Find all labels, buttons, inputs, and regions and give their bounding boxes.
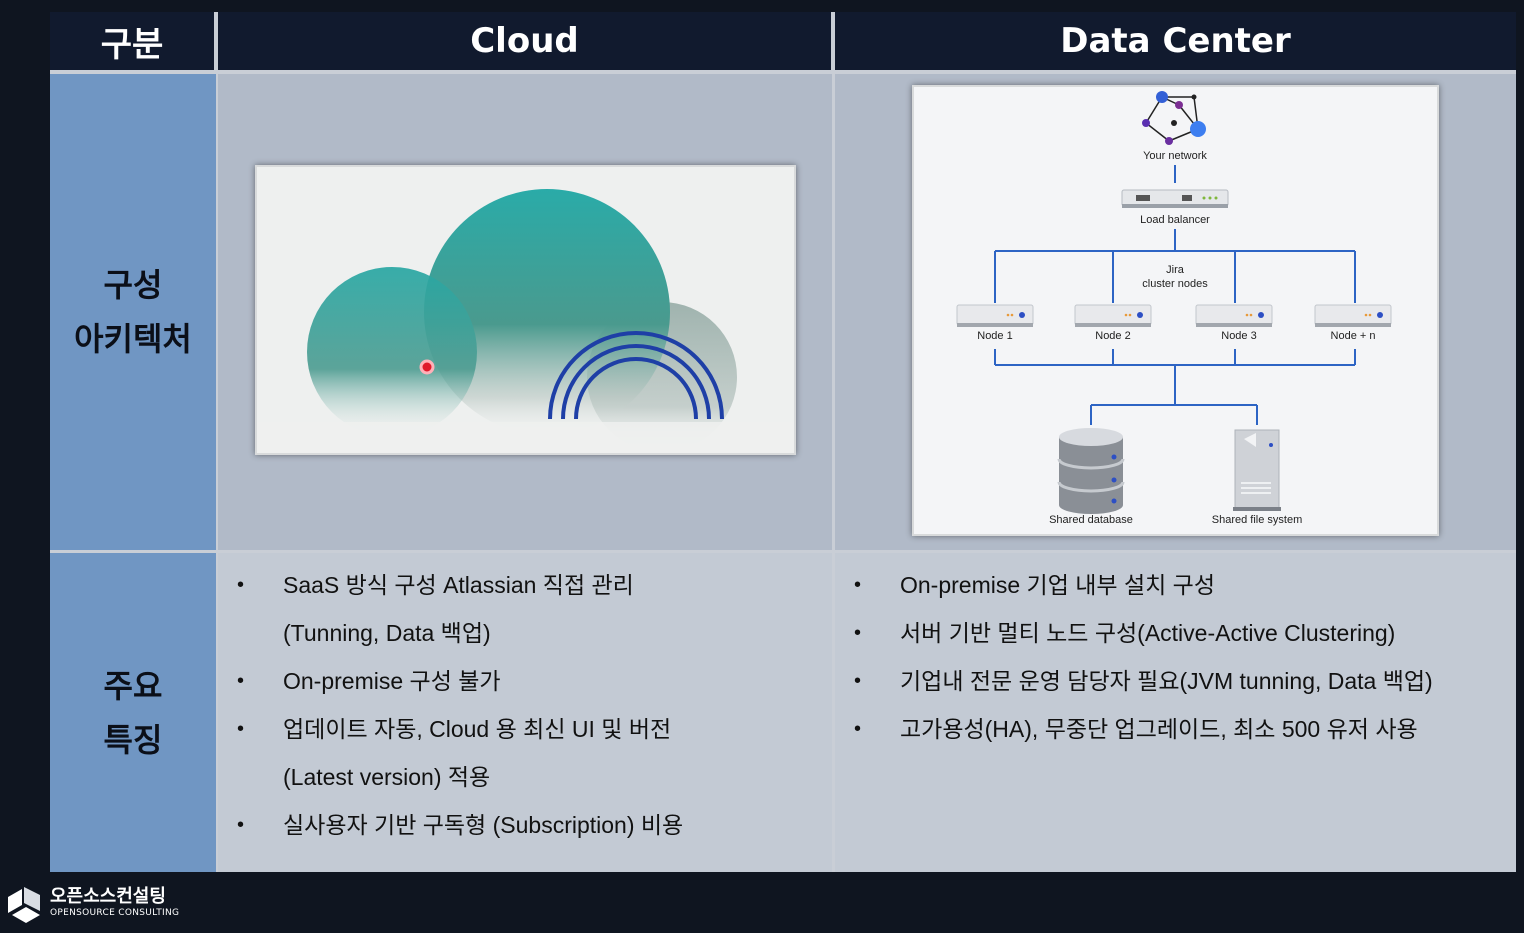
- list-item: 업데이트 자동, Cloud 용 최신 UI 및 버전: [225, 705, 683, 753]
- logo-mark-icon: [8, 887, 40, 923]
- list-item: On-premise 구성 불가: [225, 657, 683, 705]
- db-label: Shared database: [1049, 514, 1133, 526]
- logo-english: OPENSOURCE CONSULTING: [50, 908, 180, 918]
- list-item: (Tunning, Data 백업): [283, 620, 491, 646]
- node-2-icon: [1074, 304, 1152, 327]
- node-3-icon: [1195, 304, 1273, 327]
- cluster-label-line2: cluster nodes: [1142, 278, 1208, 290]
- list-item: On-premise 기업 내부 설치 구성: [842, 561, 1433, 609]
- list-item: 고가용성(HA), 무중단 업그레이드, 최소 500 유저 사용: [842, 705, 1433, 753]
- fs-label: Shared file system: [1212, 514, 1302, 526]
- node-label: Node + n: [1331, 330, 1376, 342]
- list-item: 서버 기반 멀티 노드 구성(Active-Active Clustering): [842, 609, 1433, 657]
- row-label-features-line2: 특징: [103, 720, 163, 759]
- database-icon: [1057, 428, 1125, 514]
- red-dot: [419, 359, 435, 375]
- list-item: 기업내 전문 운영 담당자 필요(JVM tunning, Data 백업): [842, 657, 1433, 705]
- company-logo: 오픈소스컨설팅 OPENSOURCE CONSULTING: [4, 881, 179, 925]
- cloud-graphic: [257, 189, 794, 453]
- dc-feature-list: On-premise 기업 내부 설치 구성 서버 기반 멀티 노드 구성(Ac…: [842, 561, 1433, 753]
- row-label-architecture-line1: 구성: [103, 266, 163, 304]
- signal-arcs: [548, 331, 724, 420]
- row-label-features: 주요 특징: [50, 553, 216, 872]
- cloud-feature-list: SaaS 방식 구성 Atlassian 직접 관리 (Tunning, Dat…: [225, 561, 683, 849]
- row-label-features-line1: 주요: [103, 666, 163, 705]
- network-label: Your network: [1143, 150, 1207, 162]
- node-label: Node 2: [1095, 330, 1130, 342]
- list-item: 실사용자 기반 구독형 (Subscription) 비용: [225, 801, 683, 849]
- comparison-table: 구분 Cloud Data Center 구성 아키텍처 주요 특징: [50, 12, 1516, 872]
- cloud-illustration: [255, 165, 796, 455]
- row-label-architecture-line2: 아키텍처: [74, 320, 192, 358]
- load-balancer-icon: [1121, 189, 1229, 208]
- header-data-center: Data Center: [835, 12, 1516, 70]
- row-label-architecture: 구성 아키텍처: [50, 74, 216, 550]
- dc-architecture-graphic: Your network Load balancer: [956, 91, 1392, 526]
- network-icon: [1142, 91, 1206, 145]
- header-category: 구분: [50, 12, 214, 70]
- file-system-icon: [1233, 429, 1281, 511]
- data-center-diagram: Your network Load balancer: [912, 85, 1439, 536]
- node-n-icon: [1314, 304, 1392, 327]
- load-balancer-label: Load balancer: [1140, 214, 1210, 226]
- header-cloud: Cloud: [218, 12, 831, 70]
- logo-korean: 오픈소스컨설팅: [50, 886, 166, 907]
- node-1-icon: [956, 304, 1034, 327]
- list-item: SaaS 방식 구성 Atlassian 직접 관리: [225, 561, 683, 609]
- list-item: (Latest version) 적용: [283, 764, 491, 790]
- diagram-connectors: [994, 229, 1356, 425]
- cluster-label-line1: Jira: [1166, 264, 1185, 276]
- node-label: Node 1: [977, 330, 1012, 342]
- node-label: Node 3: [1221, 330, 1256, 342]
